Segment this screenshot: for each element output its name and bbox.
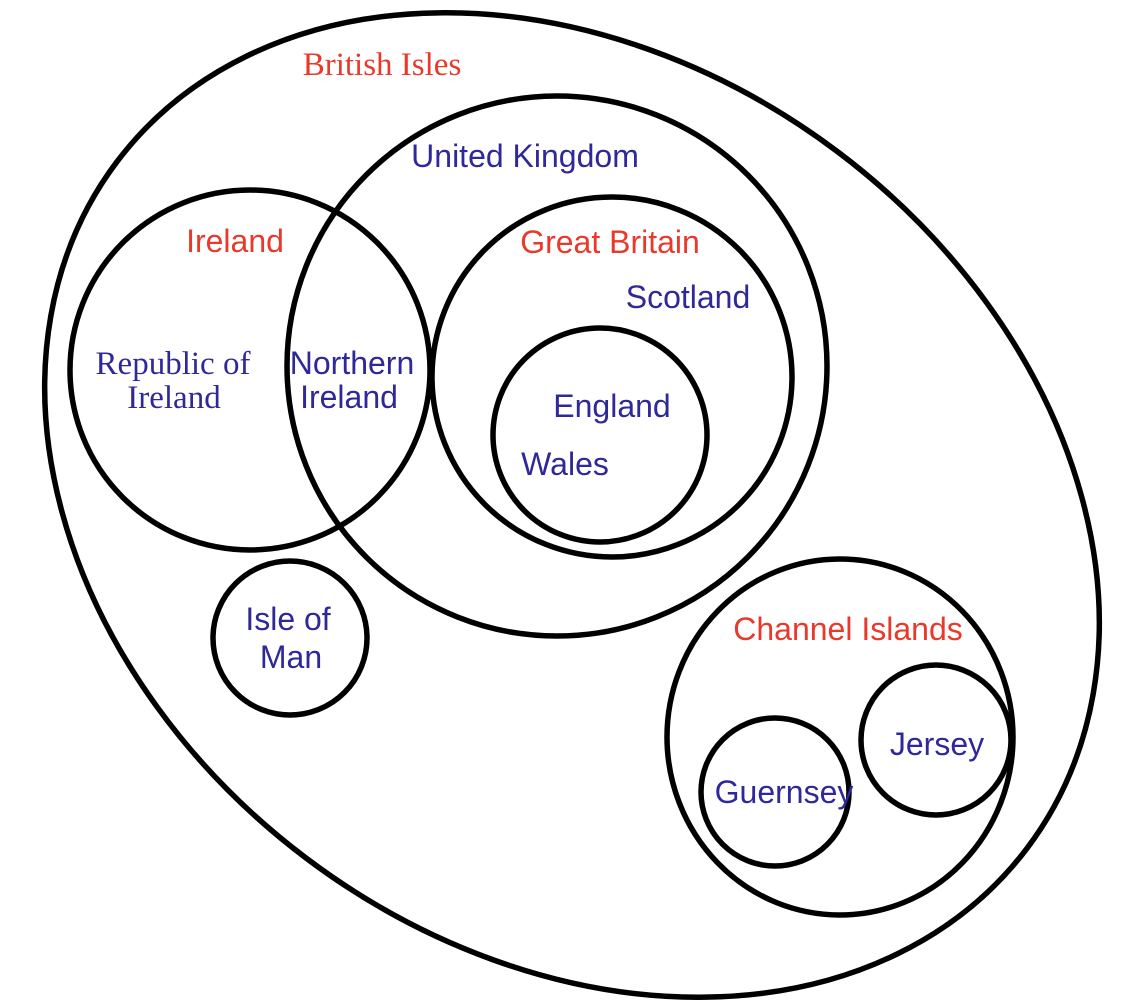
isle-of-man-label-line2: Man <box>260 639 322 675</box>
united-kingdom-circle <box>284 93 830 639</box>
england-label: England <box>553 388 670 424</box>
british-isles-label: British Isles <box>303 47 462 83</box>
republic-of-ireland-label-line1: Republic of <box>96 346 251 382</box>
guernsey-circle <box>698 715 852 869</box>
wales-label: Wales <box>521 446 609 482</box>
united-kingdom-label: United Kingdom <box>411 138 639 174</box>
great-britain-label: Great Britain <box>520 224 700 260</box>
northern-ireland-label-line1: Northern <box>290 345 415 381</box>
channel-islands-label: Channel Islands <box>733 611 962 647</box>
jersey-label: Jersey <box>890 726 984 762</box>
ireland-label: Ireland <box>186 223 284 259</box>
republic-of-ireland-label-line2: Ireland <box>127 380 221 416</box>
isle-of-man-label-line1: Isle of <box>245 601 330 637</box>
northern-ireland-label-line2: Ireland <box>300 379 398 415</box>
scotland-label: Scotland <box>626 279 751 315</box>
isle-of-man-circle <box>210 558 370 718</box>
guernsey-label: Guernsey <box>715 774 854 810</box>
great-britain-circle <box>429 194 795 560</box>
england-wales-circle <box>490 325 710 545</box>
jersey-circle <box>858 662 1014 818</box>
